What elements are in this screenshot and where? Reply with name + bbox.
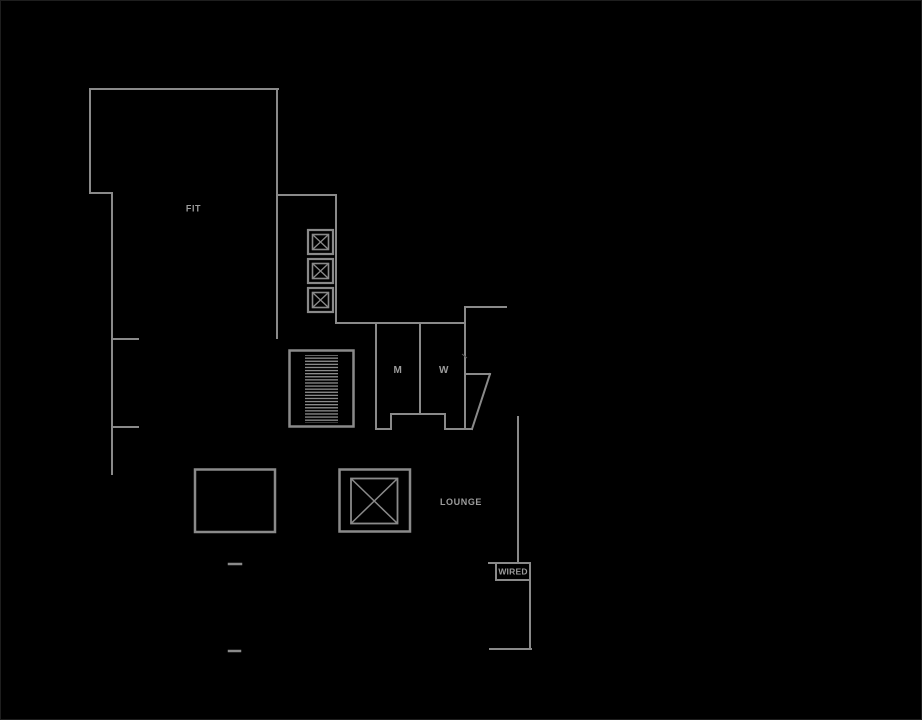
- door-mark: [461, 353, 468, 359]
- room-label-lounge: LOUNGE: [440, 497, 482, 507]
- wired-closet-top-right-wall: [488, 562, 531, 650]
- room-label-womens-restroom: W: [439, 365, 449, 376]
- stair-treads: [305, 355, 338, 423]
- elevator-shaft-icon: [306, 257, 335, 285]
- walls-group: [89, 88, 532, 653]
- elevator-bank: [306, 228, 335, 314]
- room-label-mens-restroom: M: [394, 365, 403, 376]
- elevator-lobby-wall: [276, 194, 465, 324]
- stairs-icon: [288, 349, 355, 428]
- elevator-shaft-icon: [306, 286, 335, 314]
- restroom-right-wall: [464, 306, 507, 430]
- restroom-bottom-wall: [375, 322, 473, 430]
- equipment-rectangle: [193, 468, 277, 534]
- room-label-fit: FIT: [186, 204, 201, 214]
- room-label-wired: WIRED: [498, 567, 527, 577]
- wired-label-box: [495, 562, 531, 581]
- equipment-pad-icon: [338, 468, 412, 533]
- stairwell-outline: [288, 349, 355, 428]
- elevator-shaft-icon: [306, 228, 335, 256]
- angled-wall: [470, 372, 492, 431]
- room-labels: FIT M W LOUNGE WIRED: [186, 204, 528, 577]
- fit-room-outline-wall: [89, 88, 279, 475]
